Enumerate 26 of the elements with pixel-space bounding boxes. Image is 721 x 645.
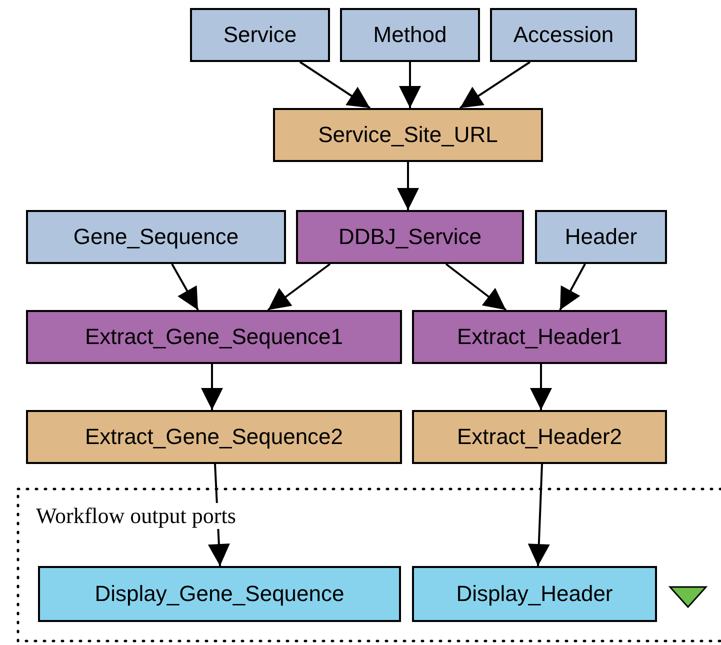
input-port-box: Service (190, 8, 330, 62)
local-process-box: Service_Site_URL (273, 108, 543, 162)
input-port-box: Header (535, 210, 667, 264)
arrow (267, 263, 331, 311)
output-ports-group (16, 487, 721, 643)
group-title: Workflow output ports (36, 503, 236, 529)
arrow (528, 464, 550, 566)
output-port-box: Display_Header (412, 566, 657, 622)
input-port-box: Accession (490, 8, 637, 62)
arrow (559, 264, 586, 310)
input-port-box: Gene_Sequence (26, 210, 286, 264)
input-port-box: Method (340, 8, 480, 62)
arrow (299, 61, 371, 109)
arrow (397, 162, 419, 210)
arrow (530, 364, 552, 410)
service-process-box: DDBJ_Service (296, 210, 524, 264)
local-process-box: Extract_Gene_Sequence2 (26, 410, 402, 464)
arrow (201, 364, 223, 410)
arrow (399, 62, 421, 108)
arrow (171, 264, 199, 310)
output-port-box: Display_Gene_Sequence (38, 566, 401, 622)
local-process-box: Extract_Header2 (412, 410, 667, 464)
service-process-box: Extract_Gene_Sequence1 (26, 310, 402, 364)
arrow (445, 263, 507, 311)
arrow (459, 61, 531, 109)
service-process-box: Extract_Header1 (412, 310, 667, 364)
